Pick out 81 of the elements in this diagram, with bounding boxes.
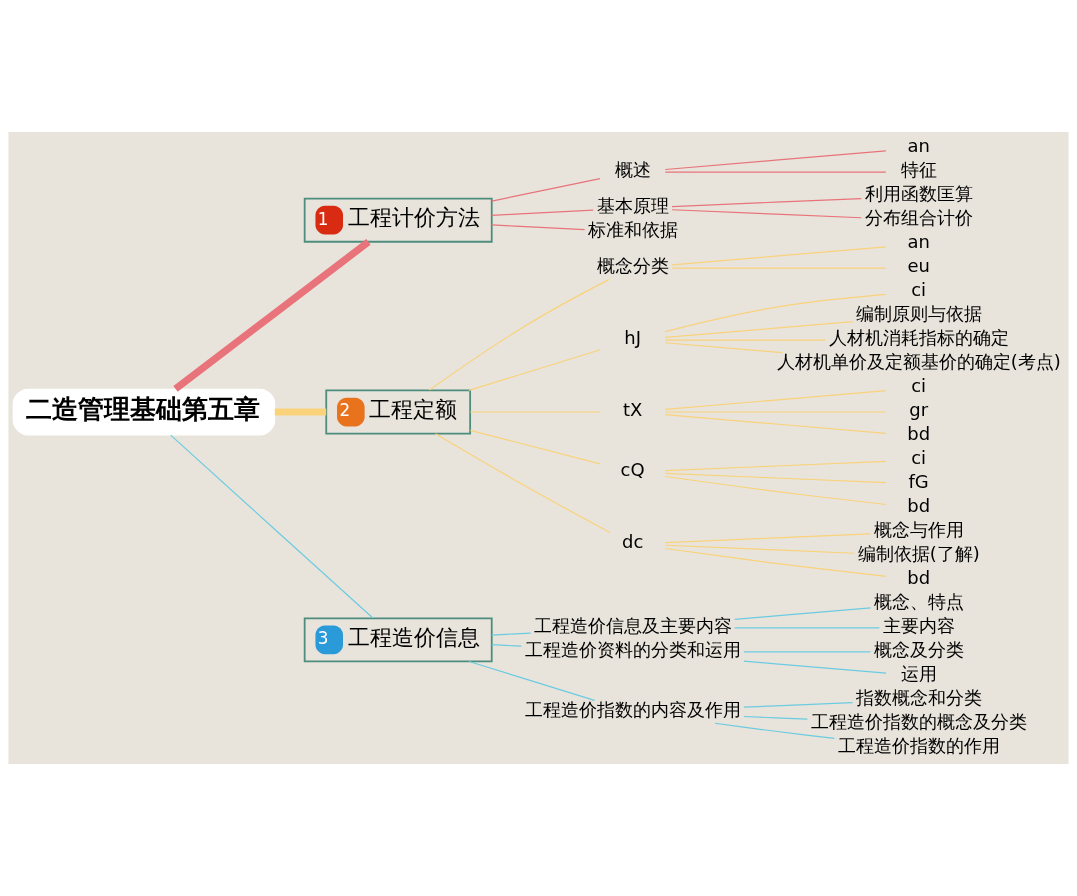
connector <box>671 209 862 219</box>
node-box: 二造管理基础第五章 <box>12 388 276 436</box>
node-text: an <box>907 135 930 157</box>
connector <box>469 429 601 465</box>
connector <box>671 246 887 266</box>
connector <box>468 660 596 701</box>
connector <box>274 408 327 416</box>
connector <box>671 197 862 208</box>
connector <box>664 390 887 410</box>
node-text: 分布组合计价 <box>864 207 973 229</box>
node-text: eu <box>907 255 930 277</box>
node-text: dc <box>621 531 644 553</box>
connector <box>664 460 887 472</box>
connector <box>491 632 532 636</box>
connector <box>664 472 887 484</box>
node-text: 工程造价指数的作用 <box>837 735 1000 757</box>
node-text: bd <box>907 423 931 445</box>
node-text: an <box>907 231 930 253</box>
node-text: 概念与作用 <box>873 519 964 541</box>
node-text: bd <box>907 567 931 589</box>
node-box: 1 工程计价方法 <box>303 197 493 243</box>
connector <box>664 150 887 171</box>
connector <box>491 178 601 202</box>
connector <box>743 651 872 653</box>
node-text: 人材机消耗指标的确定 <box>828 327 1009 349</box>
connector <box>170 434 374 619</box>
node-text: gr <box>909 399 929 421</box>
node-text: 概念、特点 <box>873 591 964 613</box>
node-box: 2 工程定额 <box>325 389 472 435</box>
node-text: 编制依据(了解) <box>857 543 980 565</box>
node-text: 基本原理 <box>596 195 669 217</box>
connector <box>664 547 887 578</box>
connector <box>664 293 887 333</box>
node-text: 概念分类 <box>596 255 669 277</box>
connector <box>491 224 586 231</box>
connector <box>743 715 809 720</box>
connector <box>664 544 855 554</box>
connector <box>491 209 594 216</box>
node-box: 3 工程造价信息 <box>303 617 493 663</box>
node-text: 工程造价信息及主要内容 <box>533 615 732 637</box>
connector <box>428 279 610 391</box>
connector <box>664 320 854 338</box>
connector <box>743 660 887 674</box>
node-text: 概念及分类 <box>873 639 964 661</box>
node-text: 工程造价资料的分类和运用 <box>524 639 741 661</box>
connector <box>664 171 887 173</box>
node-text: 概述 <box>614 159 651 181</box>
connector <box>664 475 887 506</box>
connector <box>491 644 522 647</box>
node-text: 指数概念和分类 <box>855 687 982 709</box>
node-text: 人材机单价及定额基价的确定(考点) <box>776 351 1061 373</box>
node-text: 主要内容 <box>882 615 955 637</box>
node-text: 工程造价指数的内容及作用 <box>524 699 741 721</box>
node-text: cQ <box>620 459 645 481</box>
node-text: fG <box>908 471 929 493</box>
node-text: 特征 <box>900 159 937 181</box>
node-text: ci <box>911 447 927 469</box>
connector <box>714 722 836 739</box>
connector <box>664 533 871 544</box>
connector <box>734 607 872 620</box>
node-text: 利用函数匡算 <box>864 183 973 205</box>
node-text: hJ <box>624 327 641 349</box>
node-text: 标准和依据 <box>587 219 678 241</box>
connector <box>743 702 854 708</box>
connector <box>469 411 601 413</box>
connector <box>435 433 611 533</box>
node-text: bd <box>907 495 931 517</box>
connector <box>468 349 601 392</box>
node-text: ci <box>911 375 927 397</box>
connector <box>671 267 887 269</box>
connector <box>664 342 784 354</box>
node-text: tX <box>622 399 643 421</box>
node-text: 编制原则与依据 <box>855 303 982 325</box>
connector <box>173 239 371 392</box>
node-text: 运用 <box>900 663 937 685</box>
connector <box>734 627 880 629</box>
connector <box>664 339 827 341</box>
connector <box>664 414 887 434</box>
node-text: 工程造价指数的概念及分类 <box>810 711 1027 733</box>
connector <box>664 411 887 413</box>
node-text: ci <box>911 279 927 301</box>
